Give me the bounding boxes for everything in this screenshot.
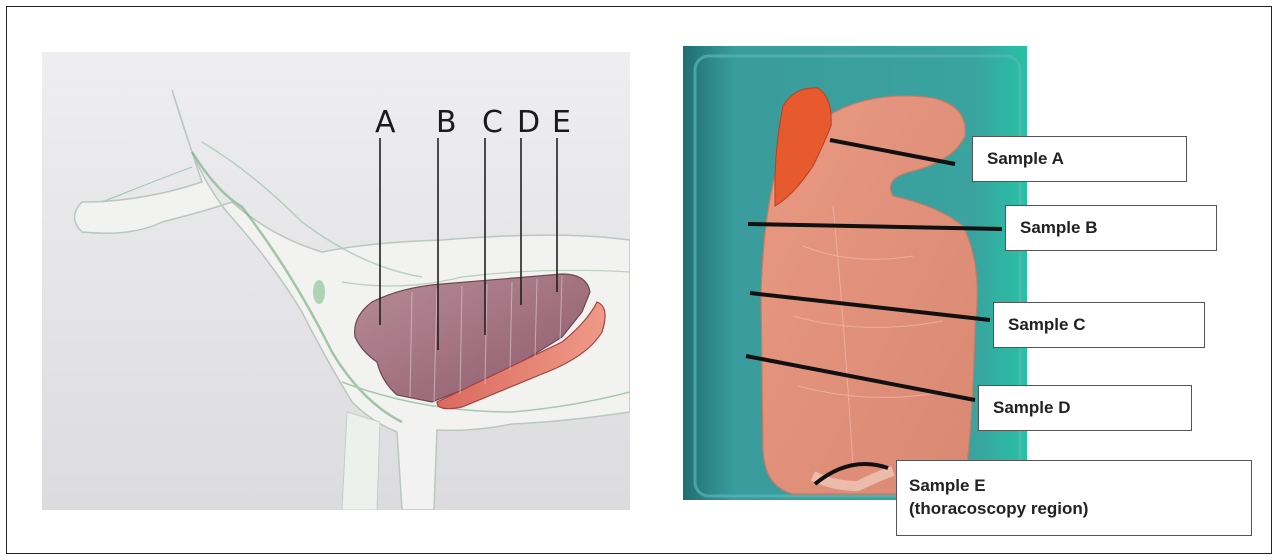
sample-d-label: Sample D [978,385,1192,431]
sample-c-label: Sample C [993,302,1205,348]
sample-c-text: Sample C [1008,315,1085,335]
sample-e-text: Sample E [909,475,986,498]
lung-tray-illustration [683,46,1027,500]
horse-anatomy-image [42,52,630,510]
sample-a-text: Sample A [987,149,1064,169]
lung-specimen-photo [683,46,1027,500]
sample-a-label: Sample A [972,136,1187,182]
sample-b-text: Sample B [1020,218,1097,238]
sample-d-text: Sample D [993,398,1070,418]
sample-e-label: Sample E (thoracoscopy region) [896,460,1252,536]
sample-b-label: Sample B [1005,205,1217,251]
horse-illustration [42,52,630,510]
sample-e-subtext: (thoracoscopy region) [909,498,1088,521]
